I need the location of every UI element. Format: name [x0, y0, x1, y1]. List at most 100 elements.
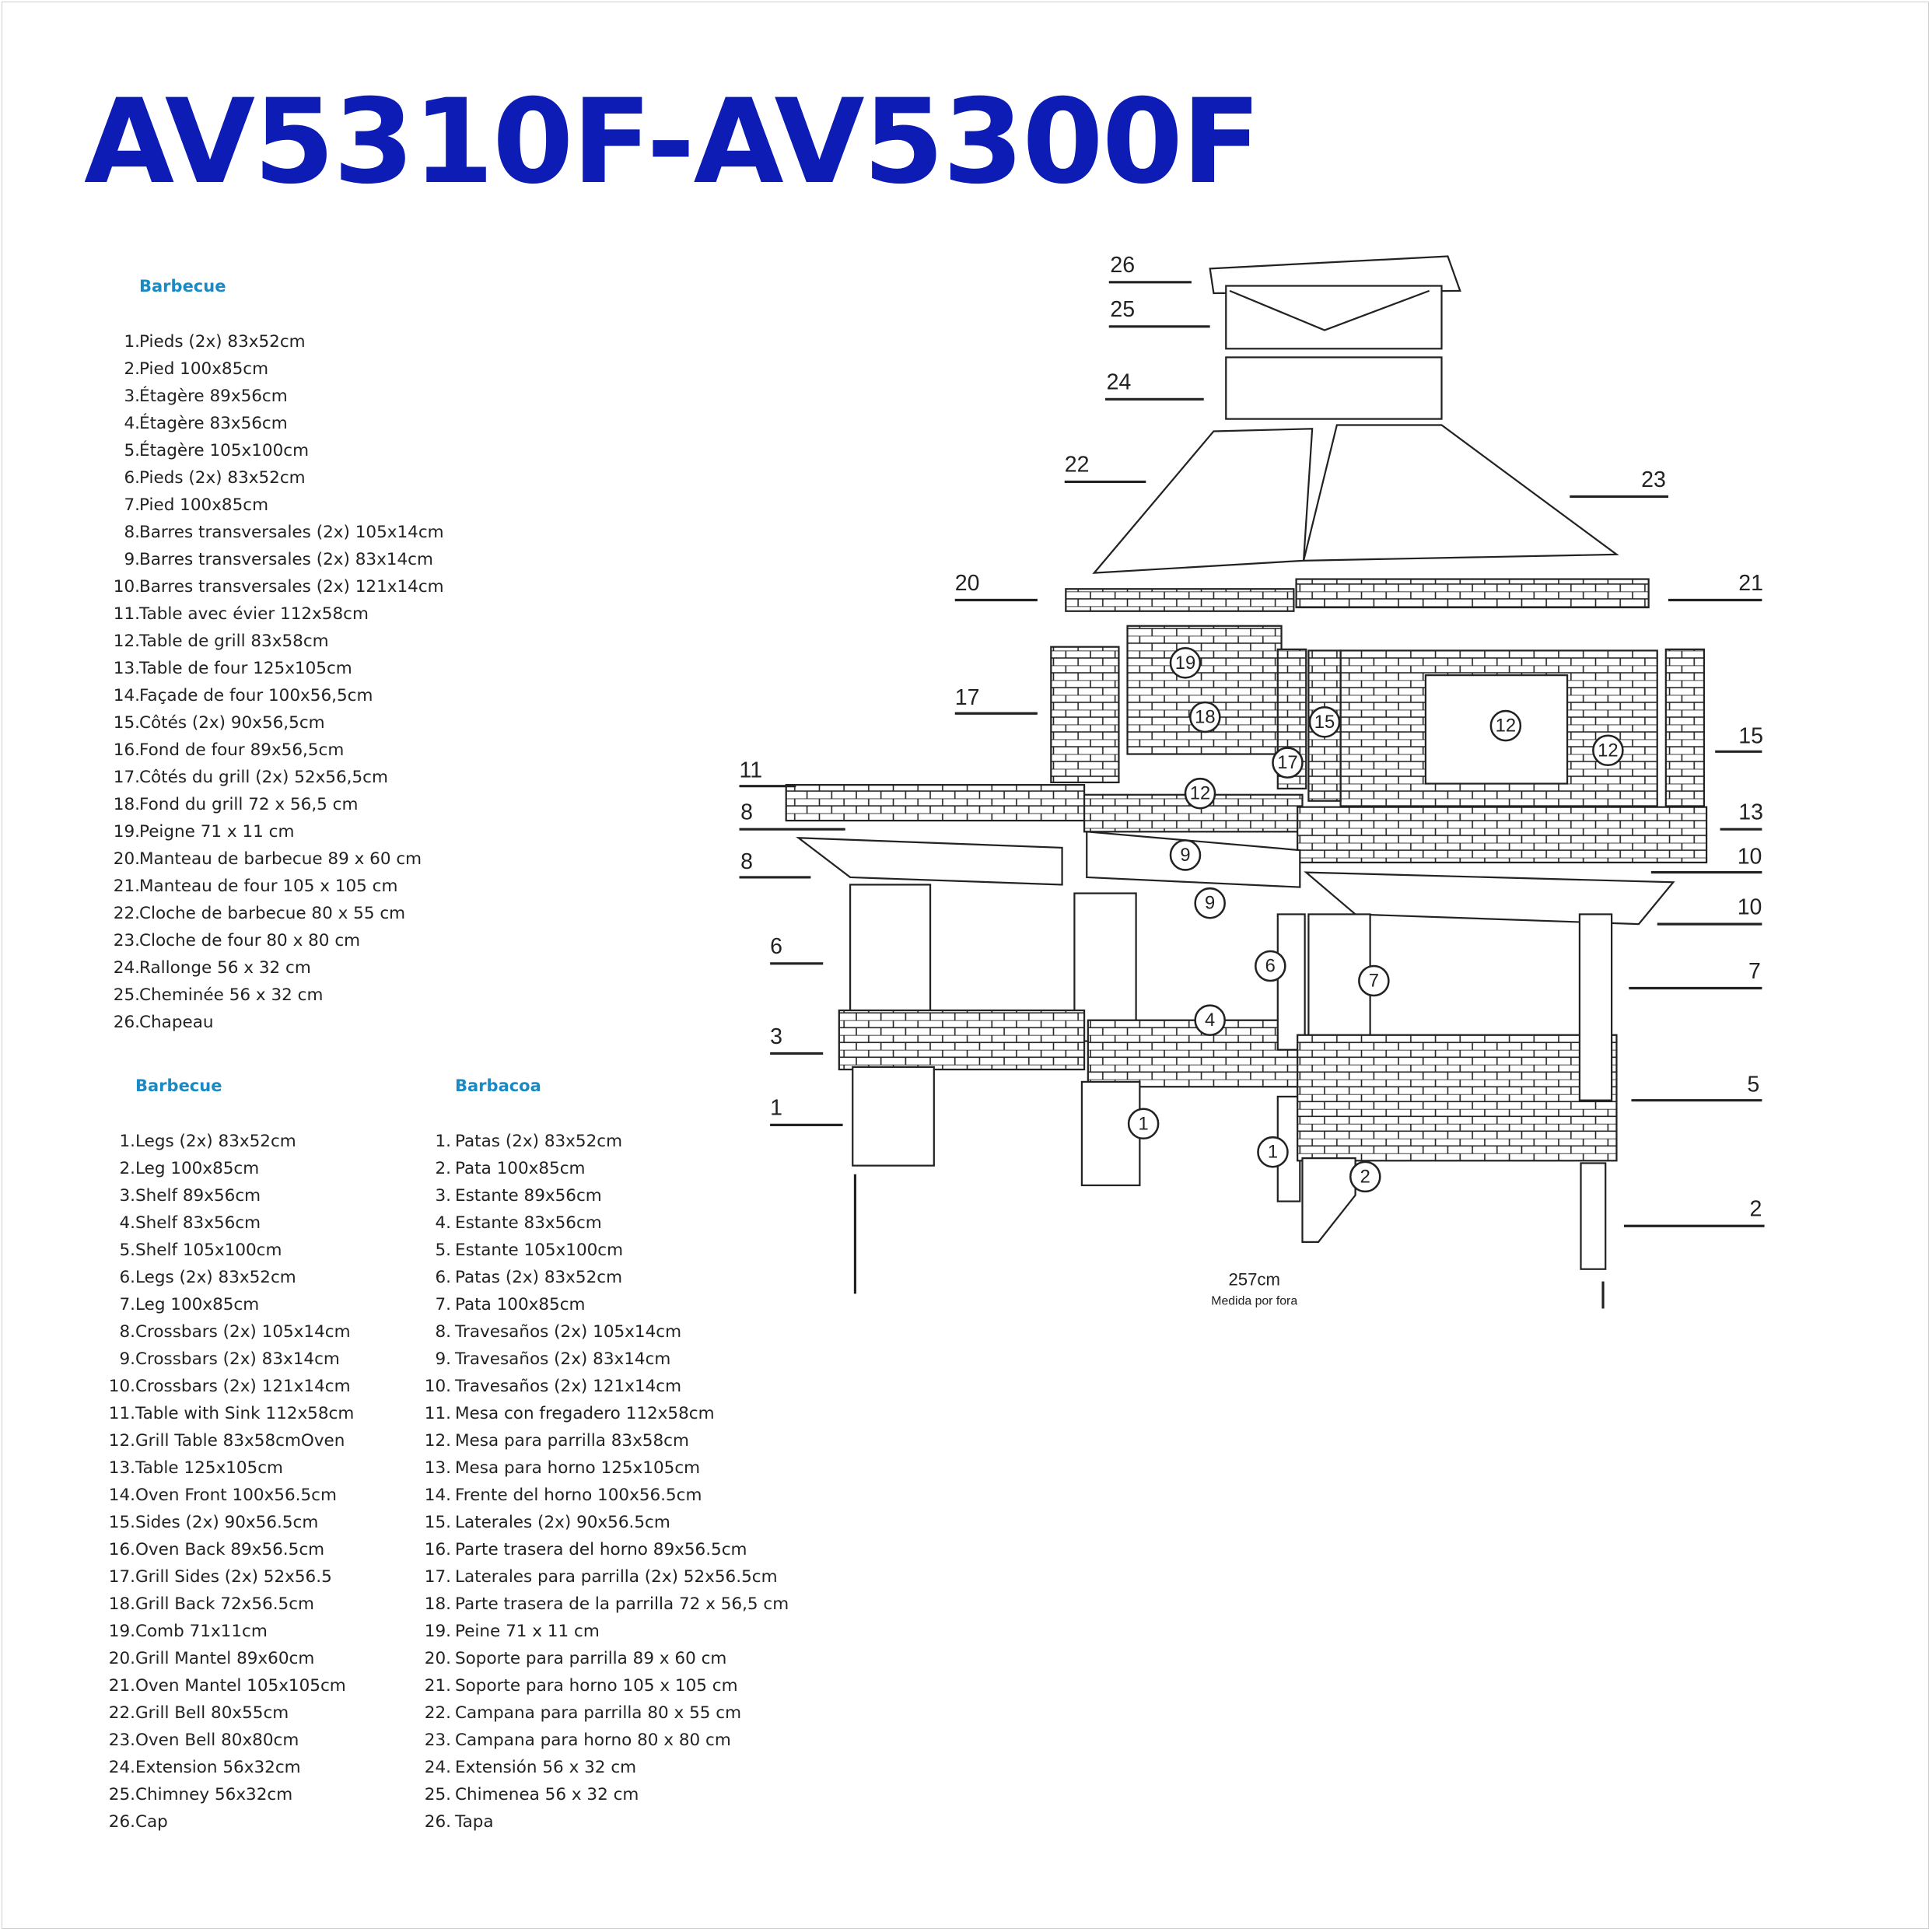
item-number: 2.	[124, 359, 140, 379]
item-number: 18.	[113, 795, 140, 814]
callout-label: 13	[1738, 800, 1763, 824]
item-text: Soporte para horno 105 x 105 cm	[455, 1676, 738, 1696]
item-number: 7.	[119, 1295, 135, 1314]
item-number: 24.	[113, 958, 140, 978]
item-number: 14.	[108, 1486, 135, 1505]
marker-label: 12	[1190, 783, 1210, 804]
item-number: 17.	[113, 768, 140, 787]
callout-label: 7	[1748, 959, 1761, 984]
item-number: 11.	[108, 1404, 135, 1423]
item-text: Barres transversales (2x) 83x14cm	[139, 550, 433, 569]
item-number: 22.	[113, 904, 140, 923]
marker-label: 2	[1360, 1166, 1370, 1187]
dimension-note: Medida por fora	[1211, 1295, 1297, 1308]
item-text: Cloche de four 80 x 80 cm	[139, 931, 361, 950]
item-number: 6.	[124, 468, 140, 488]
item-text: Étagère 83x56cm	[139, 414, 288, 433]
callout-label: 23	[1641, 467, 1666, 492]
item-number: 21.	[424, 1676, 451, 1696]
item-number: 3.	[124, 387, 140, 406]
item-text: Shelf 89x56cm	[135, 1186, 261, 1206]
item-text: Façade de four 100x56,5cm	[139, 686, 373, 705]
item-text: Leg 100x85cm	[135, 1159, 260, 1178]
item-number: 26.	[424, 1812, 451, 1832]
item-text: Cap	[135, 1812, 168, 1832]
dimension-label: 257cm	[1228, 1269, 1280, 1289]
item-number: 9.	[435, 1349, 451, 1369]
marker-label: 9	[1180, 845, 1190, 866]
grill-back-part	[1126, 625, 1283, 755]
item-text: Crossbars (2x) 121x14cm	[135, 1377, 351, 1396]
item-number: 12.	[424, 1431, 451, 1451]
item-number: 15.	[108, 1513, 135, 1532]
item-number: 19.	[108, 1622, 135, 1641]
item-number: 16.	[108, 1540, 135, 1559]
item-text: Estante 89x56cm	[455, 1186, 602, 1206]
item-text: Chimney 56x32cm	[135, 1785, 293, 1804]
item-number: 11.	[424, 1404, 451, 1423]
marker-label: 6	[1265, 956, 1276, 977]
item-number: 24.	[424, 1758, 451, 1777]
item-number: 24.	[108, 1758, 135, 1777]
item-text: Campana para parrilla 80 x 55 cm	[455, 1703, 742, 1723]
item-text: Sides (2x) 90x56.5cm	[135, 1513, 319, 1532]
item-number: 5.	[124, 441, 140, 460]
callout-label: 2	[1750, 1197, 1762, 1222]
item-number: 9.	[124, 550, 140, 569]
item-text: Peigne 71 x 11 cm	[139, 822, 295, 842]
callout-label: 20	[955, 571, 980, 596]
item-text: Pata 100x85cm	[455, 1295, 586, 1314]
item-text: Grill Table 83x58cmOven	[135, 1431, 345, 1451]
item-number: 1.	[119, 1132, 135, 1151]
marker-label: 1	[1139, 1113, 1149, 1134]
item-number: 23.	[424, 1731, 451, 1750]
leg-1-part	[852, 1066, 935, 1167]
grill-side-left-part	[1050, 646, 1120, 784]
item-number: 23.	[113, 931, 140, 950]
item-number: 16.	[424, 1540, 451, 1559]
item-text: Grill Sides (2x) 52x56.5	[135, 1567, 332, 1587]
item-text: Table de four 125x105cm	[139, 659, 352, 678]
item-text: Fond du grill 72 x 56,5 cm	[139, 795, 359, 814]
marker-label: 9	[1205, 893, 1215, 914]
item-text: Pieds (2x) 83x52cm	[139, 332, 306, 352]
item-number: 16.	[113, 740, 140, 760]
sink-table-part	[785, 784, 1086, 822]
callout-label: 21	[1738, 571, 1763, 596]
item-text: Shelf 105x100cm	[135, 1241, 282, 1260]
item-text: Manteau de four 105 x 105 cm	[139, 877, 398, 896]
callout-label: 6	[770, 934, 782, 959]
item-text: Patas (2x) 83x52cm	[455, 1132, 623, 1151]
item-text: Mesa para horno 125x105cm	[455, 1458, 701, 1478]
item-text: Shelf 83x56cm	[135, 1213, 261, 1233]
item-number: 6.	[119, 1268, 135, 1287]
item-text: Étagère 89x56cm	[139, 387, 288, 406]
item-text: Crossbars (2x) 83x14cm	[135, 1349, 340, 1369]
marker-label: 19	[1175, 653, 1195, 674]
callout-label: 10	[1738, 894, 1762, 919]
item-text: Legs (2x) 83x52cm	[135, 1268, 296, 1287]
marker-label: 17	[1277, 752, 1297, 773]
item-text: Table 125x105cm	[135, 1458, 283, 1478]
item-number: 26.	[108, 1812, 135, 1832]
item-text: Estante 83x56cm	[455, 1213, 602, 1233]
item-number: 22.	[108, 1703, 135, 1723]
item-text: Table avec évier 112x58cm	[139, 604, 369, 624]
item-number: 17.	[424, 1567, 451, 1587]
item-number: 25.	[108, 1785, 135, 1804]
item-number: 8.	[124, 523, 140, 542]
callout-label: 1	[770, 1096, 782, 1121]
item-number: 17.	[108, 1567, 135, 1587]
item-text: Oven Bell 80x80cm	[135, 1731, 299, 1750]
item-text: Frente del horno 100x56.5cm	[455, 1486, 702, 1505]
item-text: Fond de four 89x56,5cm	[139, 740, 345, 760]
callout-label: 17	[955, 685, 980, 710]
item-number: 15.	[424, 1513, 451, 1532]
item-number: 21.	[113, 877, 140, 896]
item-text: Extensión 56 x 32 cm	[455, 1758, 637, 1777]
callout-label: 15	[1738, 723, 1763, 748]
item-number: 9.	[119, 1349, 135, 1369]
item-number: 3.	[119, 1186, 135, 1206]
